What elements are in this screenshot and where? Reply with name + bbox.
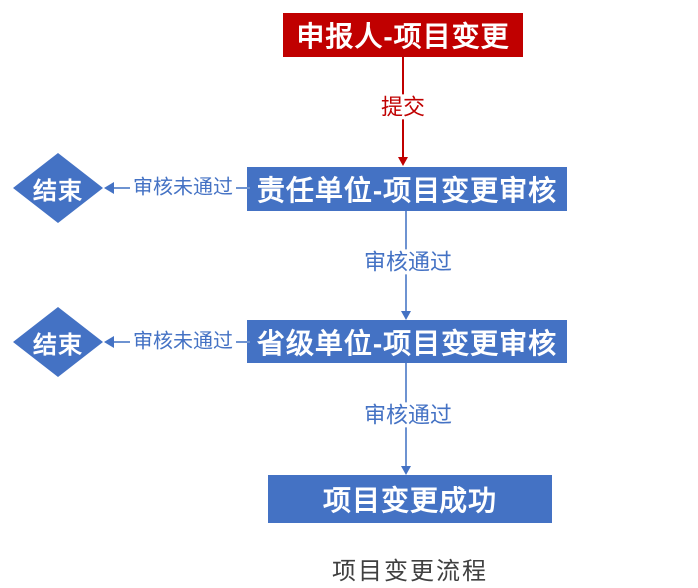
flow-node-unit-review: 责任单位-项目变更审核	[247, 167, 567, 211]
edge-pass-2-label: 审核通过	[360, 402, 456, 428]
edge-pass-1-label: 审核通过	[360, 249, 456, 275]
edge-submit-label: 提交	[377, 94, 429, 120]
flow-node-province-review: 省级单位-项目变更审核	[247, 320, 567, 363]
flow-node-applicant: 申报人-项目变更	[283, 13, 523, 57]
arrow-down-icon	[398, 157, 408, 166]
arrow-down-icon	[401, 311, 411, 320]
flow-node-end-2: 结束	[13, 307, 103, 377]
arrow-left-icon	[104, 336, 114, 348]
arrow-down-icon	[401, 466, 411, 475]
end-label: 结束	[33, 177, 83, 205]
arrow-left-icon	[104, 182, 114, 194]
flow-node-end-1: 结束	[13, 153, 103, 223]
edge-fail-1-label: 审核未通过	[130, 176, 236, 200]
diagram-caption: 项目变更流程	[332, 558, 488, 585]
flow-node-success: 项目变更成功	[268, 475, 552, 523]
end-label: 结束	[33, 331, 83, 359]
edge-fail-2-label: 审核未通过	[130, 330, 236, 354]
